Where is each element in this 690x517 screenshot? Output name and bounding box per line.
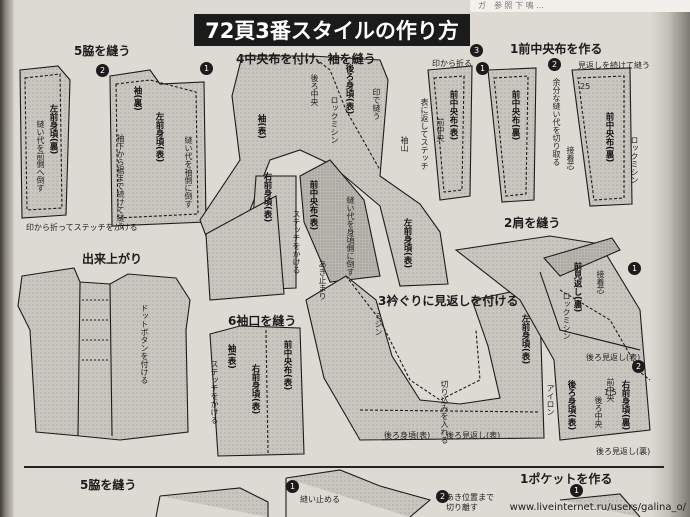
section-divider bbox=[24, 466, 664, 468]
label-front-panel-face: 前中央布(表) bbox=[448, 90, 458, 141]
step-4-title: 4中央布を付け、袖を縫う bbox=[236, 52, 376, 66]
page-edge-shadow bbox=[650, 0, 690, 517]
label-back-center: 後ろ中央 bbox=[310, 74, 319, 106]
note-fold-and-stitch: 印から折ってステッチをかける bbox=[26, 223, 138, 232]
label-right-front-3: 右前身頃(表) bbox=[250, 364, 260, 415]
note-seam-toward-front: 縫い代を前側へ倒す bbox=[36, 120, 45, 192]
step-3-title: 3衿ぐりに見返しを付ける bbox=[378, 294, 519, 308]
note-trim-excess: 余分な縫い代を切り取る bbox=[552, 78, 561, 166]
note-sleeve-to-hem: 袖下から裾まで続けて縫う bbox=[116, 134, 125, 230]
label-sleeve-cap: 袖山 bbox=[400, 136, 409, 152]
adjacent-page-strip bbox=[470, 0, 690, 12]
step-badge: 3 bbox=[470, 44, 483, 57]
step-1-title: 1前中央布を作る bbox=[510, 42, 603, 56]
label-machine: ミシン bbox=[374, 312, 383, 336]
label-front-facing: 前見返し(裏) bbox=[572, 262, 582, 313]
note-stitch-3: ステッチをかける bbox=[210, 360, 219, 424]
label-front-panel: 前中央布(表) bbox=[308, 180, 318, 231]
label-back-facing-3: 後ろ見返し(表) bbox=[446, 431, 501, 440]
step-badge: 1 bbox=[200, 62, 213, 75]
note-cut-in: 切り込みを入れる bbox=[440, 380, 449, 444]
note-stitch: ステッチをかける bbox=[292, 210, 301, 274]
label-front-panel-back: 前中央布(裏) bbox=[510, 90, 520, 141]
note-sew-at-mark: 印で縫う bbox=[372, 88, 381, 120]
step-2-title: 2肩を縫う bbox=[504, 216, 561, 230]
step-5b-title: 5脇を縫う bbox=[80, 478, 137, 492]
step-badge: 2 bbox=[548, 58, 561, 71]
step-5-title: 5脇を縫う bbox=[74, 44, 131, 58]
finished-title: 出来上がり bbox=[82, 252, 143, 266]
note-dot-button: ドットボタンを付ける bbox=[140, 304, 149, 384]
label-lock-sewing-3: ロックミシン bbox=[562, 292, 571, 340]
note-opening-end: あき止まり bbox=[318, 260, 327, 300]
note-cut-apart: 切り離す bbox=[446, 503, 478, 512]
label-measure-25: 25 bbox=[580, 82, 591, 91]
label-back-facing-back: 後ろ見返し(裏) bbox=[596, 447, 651, 456]
label-sleeve-face-3: 袖(表) bbox=[226, 344, 236, 369]
label-right-front-back: 右前身頃(裏) bbox=[620, 380, 630, 431]
label-front-panel-4: 前中央布(表) bbox=[282, 340, 292, 391]
label-back-facing-face: 後ろ見返し(表) bbox=[586, 353, 641, 362]
label-lock-sewing-2: ロックミシン bbox=[630, 136, 639, 184]
note-fold-from-mark: 印から折る bbox=[432, 59, 472, 68]
label-left-front-face-2: 左前身頃(表) bbox=[520, 314, 530, 365]
label-lock-sewing: ロックミシン bbox=[330, 96, 339, 144]
label-interfacing: 接着芯 bbox=[566, 146, 575, 170]
label-stay-interfacing: 接着芯 bbox=[596, 270, 605, 294]
step-badge: 2 bbox=[436, 490, 449, 503]
source-watermark: www.liveinternet.ru/users/galina_o/ bbox=[509, 502, 686, 513]
step-6-title: 6袖口を縫う bbox=[228, 314, 297, 328]
label-front-center-2: 前中央 bbox=[606, 378, 615, 402]
label-back-body-2: 後ろ身頃(表) bbox=[566, 380, 576, 431]
label-sleeve-face: 袖(表) bbox=[256, 114, 266, 139]
label-front-center: 前中央 bbox=[436, 118, 445, 142]
step-badge: 1 bbox=[628, 262, 641, 275]
label-back-body: 後ろ身頃(表) bbox=[344, 64, 354, 115]
label-iron: アイロン bbox=[546, 384, 555, 416]
label-left-front-face: 左前身頃(表) bbox=[154, 112, 164, 163]
label-measure-15: 1.5 bbox=[604, 388, 617, 397]
label-front-panel-back-2: 前中央布(裏) bbox=[604, 112, 614, 163]
label-back-body-3: 後ろ身頃(表) bbox=[384, 431, 431, 440]
label-left-front-back: 左前身頃(裏) bbox=[48, 104, 58, 155]
note-seam-toward-sleeve: 縫い代を袖側に倒す bbox=[184, 136, 193, 208]
page-title: 72頁3番スタイルの作り方 bbox=[194, 14, 470, 46]
note-turn-and-stitch: 表に返してステッチ bbox=[420, 98, 429, 170]
note-sew-stop: 縫い止める bbox=[300, 495, 340, 504]
adjacent-page-text: ガ 参 照 下 鳴 ... bbox=[478, 1, 544, 10]
label-right-front: 右前身頃(表) bbox=[262, 172, 272, 223]
page-spine-shadow bbox=[0, 0, 14, 517]
step-badge: 1 bbox=[286, 480, 299, 493]
pocket-step-title: 1ポケットを作る bbox=[520, 472, 613, 486]
step-badge: 1 bbox=[570, 484, 583, 497]
label-left-front-body: 左前身頃(表) bbox=[402, 218, 412, 269]
step-badge: 2 bbox=[632, 360, 645, 373]
note-opening-position: あき位置まで bbox=[446, 493, 494, 502]
label-back-center-2: 後ろ中央 bbox=[594, 396, 603, 428]
step-badge: 2 bbox=[96, 64, 109, 77]
step-badge: 1 bbox=[476, 62, 489, 75]
note-seam-toward-body: 縫い代を身頃側に倒す bbox=[346, 196, 355, 276]
note-continue-facing: 見返しを続けて縫う bbox=[578, 61, 650, 70]
label-sleeve-back: 袖(裏) bbox=[132, 86, 142, 111]
